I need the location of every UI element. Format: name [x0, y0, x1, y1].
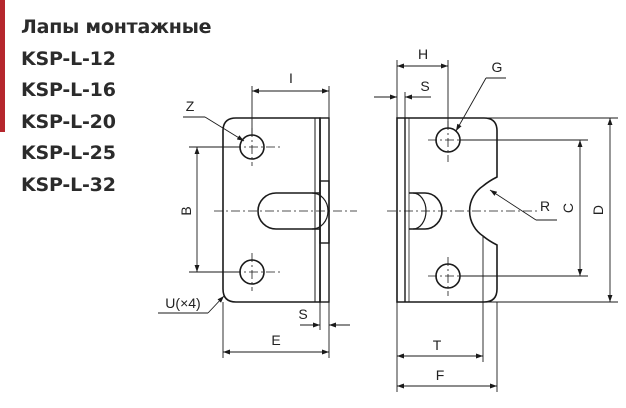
title-heading: Лапы монтажные	[21, 16, 212, 38]
label-e: E	[271, 332, 280, 348]
front-flange-step	[319, 180, 330, 244]
label-f: F	[436, 367, 445, 383]
label-h: H	[418, 46, 428, 62]
model-ksp-l-25: KSP-L-25	[21, 142, 116, 164]
model-ksp-l-20: KSP-L-20	[21, 110, 116, 133]
side-centerlines	[387, 121, 540, 296]
label-s-front: S	[298, 306, 307, 322]
side-plate-outline	[396, 117, 498, 303]
accent-bar	[0, 0, 5, 132]
model-ksp-l-16: KSP-L-16	[21, 79, 116, 101]
label-c: C	[560, 203, 576, 213]
front-dimensions	[158, 86, 350, 358]
label-t: T	[433, 337, 442, 353]
model-ksp-l-12: KSP-L-12	[21, 47, 116, 70]
model-ksp-l-32: KSP-L-32	[21, 173, 116, 196]
label-s-side: S	[420, 78, 429, 94]
front-centerlines	[214, 128, 357, 291]
front-view	[222, 117, 330, 303]
title-block: Лапы монтажные KSP-L-12 KSP-L-16 KSP-L-2…	[21, 12, 212, 201]
front-plate-outline	[222, 117, 321, 303]
side-view	[396, 117, 498, 303]
label-g: G	[492, 59, 503, 75]
label-i: I	[289, 70, 293, 86]
front-slot	[257, 192, 320, 230]
label-r: R	[540, 198, 550, 214]
label-b: B	[178, 206, 194, 215]
label-u: U(×4)	[165, 295, 200, 311]
label-z: Z	[186, 98, 195, 114]
dimension-labels: I Z B U(×4) S E H S G R C D T F	[165, 46, 606, 383]
side-dimensions	[374, 60, 618, 392]
label-d: D	[590, 205, 606, 215]
